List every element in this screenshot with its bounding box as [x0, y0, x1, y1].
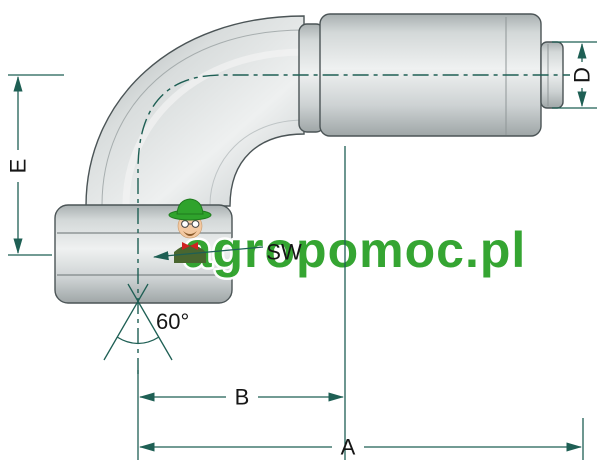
dim-d-label: D	[570, 67, 595, 83]
fitting-part	[54, 13, 570, 374]
cone-angle: 60°	[103, 283, 189, 361]
elbow-highlight	[122, 48, 305, 206]
watermark: agropomoc.pl	[168, 198, 528, 281]
centerline	[137, 74, 570, 374]
dim-a: A	[138, 418, 584, 460]
farmer-glasses-right	[191, 220, 200, 228]
cone-angle-arc	[116, 336, 160, 345]
sw-arrow	[152, 246, 264, 261]
sw-label: SW	[266, 240, 302, 265]
cone-leg-left	[103, 283, 149, 361]
farmer-mustache	[183, 231, 197, 236]
dim-e-label: E	[6, 159, 31, 174]
farmer-glasses-left	[181, 220, 189, 228]
dim-b-label: B	[235, 385, 250, 410]
farmer-bowtie-icon	[182, 242, 198, 250]
farmer-hat-top	[176, 198, 204, 215]
elbow-shade-inner	[209, 119, 305, 206]
cone-leg-right	[127, 283, 173, 361]
dimensions: E D SW 60° B	[6, 41, 597, 460]
dim-b: B	[137, 146, 346, 460]
dim-e: E	[6, 74, 64, 256]
cone-angle-label: 60°	[156, 309, 189, 334]
dim-sw: SW	[152, 240, 302, 265]
elbow-tube	[85, 15, 305, 207]
elbow-shade-outer	[101, 29, 305, 206]
dim-d: D	[552, 41, 597, 109]
watermark-text: agropomoc.pl	[184, 222, 527, 278]
crimp-sleeve	[298, 13, 564, 137]
dim-a-label: A	[341, 435, 356, 460]
